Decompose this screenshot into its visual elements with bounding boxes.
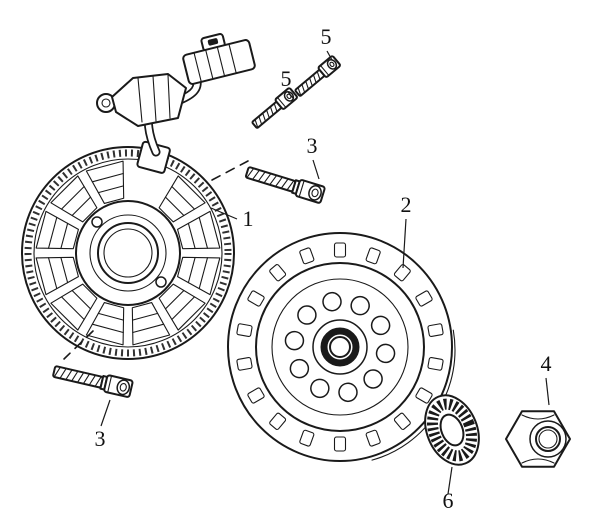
stator-assembly: [21, 33, 256, 360]
callout-2: 2: [401, 192, 412, 269]
leader-line: [326, 50, 333, 61]
stator-screw-hole: [155, 276, 167, 288]
leader-line: [210, 207, 238, 220]
connector-latch: [207, 38, 219, 46]
socket-bolt-upper: [243, 162, 327, 205]
alignment-dashes-lower: [63, 330, 94, 360]
leader-line: [545, 377, 550, 406]
leader-line: [287, 91, 294, 99]
nut-thread-hole: [535, 426, 561, 452]
callout-3-lower: 3: [95, 399, 111, 451]
stator-screw-hole: [91, 216, 103, 228]
callout-5-mid: 5: [281, 66, 294, 99]
flywheel-hub: [312, 319, 368, 375]
hex-nut: [505, 410, 571, 468]
leader-line: [447, 466, 453, 495]
washer-serrations: [426, 398, 478, 462]
stator-rim-hatch: [24, 149, 232, 357]
stator-body: [21, 140, 235, 360]
flywheel-face-edge: [255, 262, 425, 432]
callout-5-top: 5: [321, 24, 333, 61]
nut-chamfer-face: [529, 420, 567, 458]
leader-line: [402, 218, 407, 269]
callout-label: 2: [401, 192, 412, 217]
washer-hole: [439, 413, 465, 447]
lock-washer: [424, 394, 480, 466]
callout-label: 3: [307, 133, 318, 158]
callout-label: 4: [541, 351, 552, 376]
connector-plug: [182, 33, 256, 85]
callout-3-upper: 3: [307, 133, 320, 180]
callouts: 1 2 3 3 4 5 5 6: [95, 24, 552, 513]
mount-bracket: [96, 73, 187, 127]
callout-label: 1: [243, 206, 254, 231]
stator-center-hole: [97, 222, 159, 284]
socket-bolt-lower: [51, 362, 134, 399]
callout-4: 4: [541, 351, 552, 406]
socket-screw-mid: [249, 86, 299, 132]
flywheel-shaft-hole: [329, 336, 351, 358]
alignment-dashes-upper: [211, 160, 249, 181]
callout-label: 5: [321, 24, 332, 49]
callout-label: 6: [443, 488, 454, 513]
flywheel-hub-ring: [320, 327, 360, 367]
callout-1: 1: [210, 206, 254, 231]
socket-screw-top: [292, 54, 342, 100]
leader-line: [100, 399, 111, 427]
callout-label: 5: [281, 66, 292, 91]
flywheel-rotor: [227, 232, 456, 462]
callout-label: 3: [95, 426, 106, 451]
callout-6: 6: [443, 466, 454, 513]
leader-line: [312, 159, 320, 180]
